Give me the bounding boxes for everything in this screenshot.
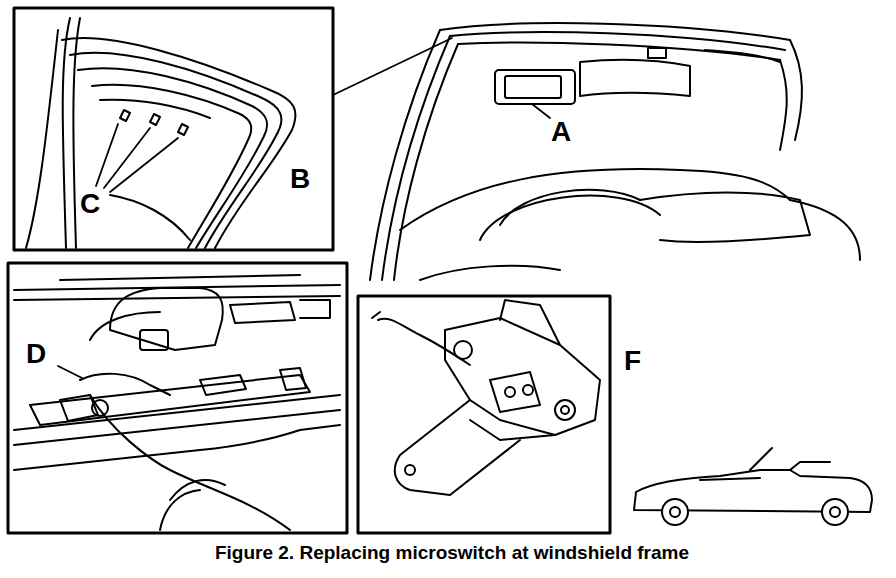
leader-line — [532, 104, 550, 118]
part-letter: C — [80, 190, 100, 218]
panel-frame — [8, 263, 347, 533]
frame-detail — [26, 18, 296, 248]
car-silhouette — [634, 448, 872, 525]
microswitch — [372, 300, 600, 495]
switch-mount-detail — [14, 275, 340, 530]
figure-caption: Figure 2. Replacing microswitch at winds… — [215, 543, 689, 564]
part-letter: F — [624, 347, 641, 375]
detail-pointer — [333, 38, 452, 95]
part-letter: A — [551, 118, 571, 146]
part-letter: D — [26, 340, 46, 368]
part-letter: B — [290, 165, 310, 193]
panel-frame — [14, 8, 333, 250]
leader-line — [58, 366, 82, 378]
car-interior — [370, 23, 860, 280]
leader-line — [96, 124, 178, 192]
panel-frame — [358, 296, 610, 533]
